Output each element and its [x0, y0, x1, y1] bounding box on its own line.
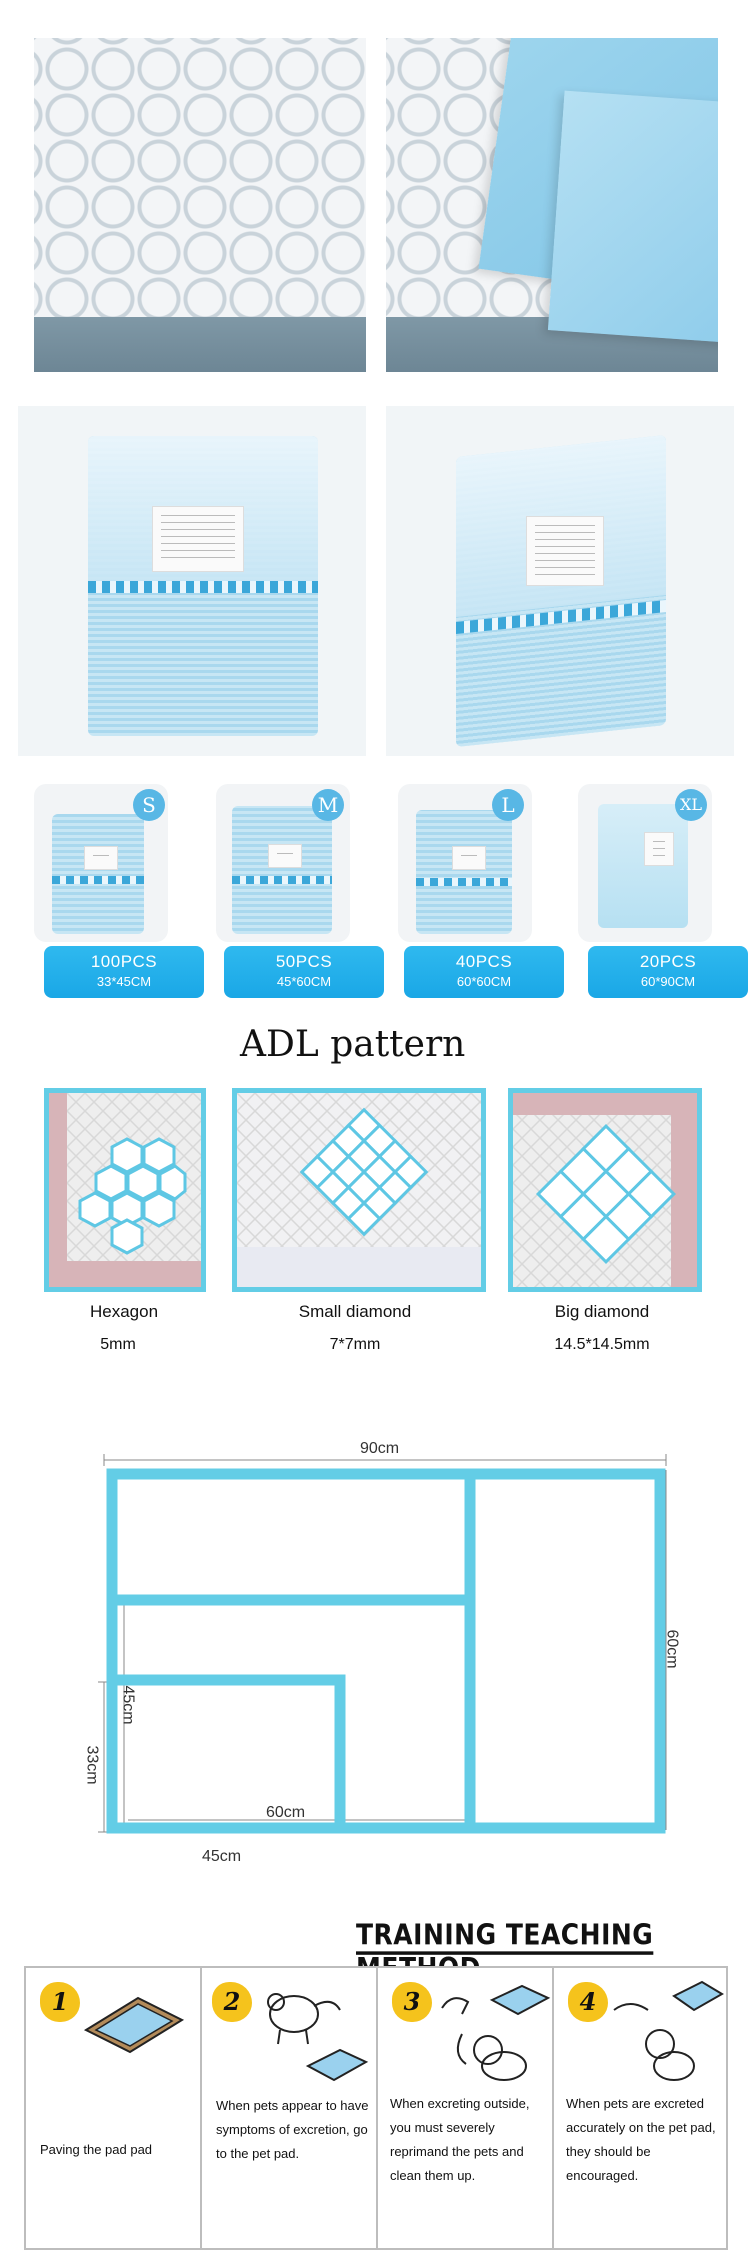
dimension-label-60cm-inner: 60cm — [266, 1804, 306, 1821]
dimension-label-33cm: 33cm — [83, 1745, 101, 1785]
size-count: 40PCS — [455, 952, 513, 971]
training-step-4: 4 When pets are excreted accurately on t… — [554, 1968, 728, 2248]
adl-big-diamond-label: Big diamond — [554, 1302, 650, 1321]
package-photo-angle — [386, 406, 734, 756]
adl-small-diamond-label: Small diamond — [298, 1302, 412, 1321]
dimension-label-45cm-bottom: 45cm — [202, 1848, 242, 1865]
step-number: 4 — [579, 1987, 597, 2016]
size-dimensions: 45*60CM — [276, 974, 332, 989]
size-count-pill-m[interactable]: 50PCS 45*60CM — [224, 946, 384, 998]
step-text: When pets appear to have symptoms of exc… — [216, 2098, 369, 2161]
big-diamond-pattern-icon — [535, 1123, 677, 1265]
size-count-pill-s[interactable]: 100PCS 33*45CM — [44, 946, 204, 998]
adl-big-diamond-size: 14.5*14.5mm — [554, 1336, 650, 1353]
size-count: 20PCS — [639, 952, 697, 971]
training-step-3: 3 When excreting outside, you must sever… — [378, 1968, 554, 2248]
size-badge-m: M — [312, 789, 344, 821]
size-badge-l: L — [492, 789, 524, 821]
step-number-badge — [568, 1982, 608, 2022]
fabric-closeup-photo — [34, 38, 366, 372]
adl-hexagon-size: 5mm — [100, 1336, 136, 1353]
adl-hexagon-label: Hexagon — [89, 1302, 159, 1321]
step-number-badge — [392, 1982, 432, 2022]
hexagon-pattern-icon — [78, 1137, 187, 1255]
package-photo-front — [18, 406, 366, 756]
step-number: 2 — [223, 1987, 241, 2016]
training-step-2: 2 When pets appear to have symptoms of e… — [202, 1968, 378, 2248]
step-text: When pets are excreted accurately on the… — [566, 2096, 716, 2183]
step-number-badge — [40, 1982, 80, 2022]
size-card-l[interactable] — [398, 784, 532, 942]
size-count-pill-l[interactable]: 40PCS 60*60CM — [404, 946, 564, 998]
dog-icon — [613, 1980, 724, 2081]
hand-icon — [441, 1984, 551, 2081]
size-count: 50PCS — [275, 952, 333, 971]
training-step-1: 1 Paving the pad pad — [26, 1968, 202, 2248]
size-dimensions: 60*90CM — [640, 974, 696, 989]
step-number: 3 — [403, 1987, 421, 2016]
dimension-label-45cm-inner: 45cm — [119, 1685, 137, 1725]
dog-icon — [267, 1993, 369, 2082]
training-steps-table: 1 Paving the pad pad 2 When pets appear … — [24, 1966, 728, 2250]
step-number: 1 — [51, 1987, 69, 2016]
tray-icon — [83, 1996, 185, 2054]
size-count: 100PCS — [90, 952, 158, 971]
adl-small-diamond-size: 7*7mm — [329, 1336, 381, 1353]
adl-small-diamond-image — [232, 1088, 486, 1292]
dimension-label-90cm: 90cm — [360, 1440, 400, 1457]
dimension-label-60cm-right: 60cm — [663, 1629, 681, 1669]
step-number-badge — [212, 1982, 252, 2022]
step-text: When excreting outside, you must severel… — [390, 2096, 530, 2183]
fabric-layers-photo — [386, 38, 718, 372]
adl-big-diamond-image — [508, 1088, 702, 1292]
step-text: Paving the pad pad — [40, 2142, 153, 2157]
small-diamond-pattern-icon — [299, 1107, 429, 1237]
size-badge-s: S — [133, 789, 165, 821]
size-count-pill-xl[interactable]: 20PCS 60*90CM — [588, 946, 748, 998]
adl-title: ADL pattern — [240, 1024, 466, 1065]
size-dimensions: 60*60CM — [456, 974, 512, 989]
adl-hexagon-image — [44, 1088, 206, 1292]
size-dimensions: 33*45CM — [96, 974, 152, 989]
size-dimension-diagram — [98, 1454, 667, 1834]
size-badge-xl: XL — [675, 789, 707, 821]
